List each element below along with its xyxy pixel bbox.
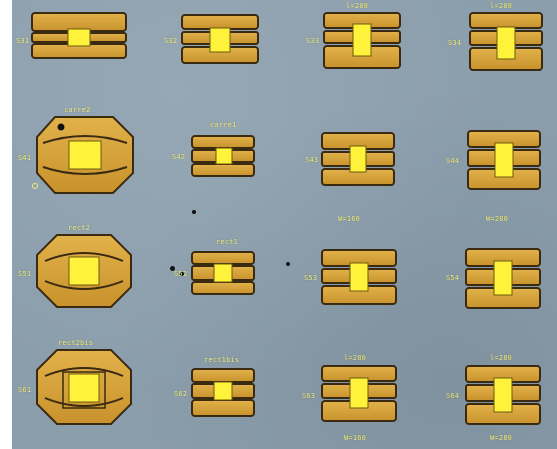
device-s53 bbox=[321, 249, 397, 305]
label-s63: S63 bbox=[302, 392, 316, 400]
dust-speck bbox=[180, 272, 184, 276]
label-s43: S43 bbox=[305, 156, 319, 164]
label-rect1bis: rect1bis bbox=[204, 356, 240, 364]
device-s62 bbox=[191, 368, 255, 417]
device-s33 bbox=[323, 12, 401, 69]
label-s33: S33 bbox=[306, 37, 320, 45]
label-rect2: rect2 bbox=[68, 224, 91, 232]
label-carre1: carre1 bbox=[210, 121, 237, 129]
device-s42 bbox=[191, 135, 255, 177]
device-s51 bbox=[36, 234, 132, 308]
wafer-surface: S31 S32 S33 S34 l=280 l=280 carre2 carre… bbox=[12, 0, 557, 449]
label-s53: S53 bbox=[304, 274, 318, 282]
label-s64-length: l=280 bbox=[490, 354, 513, 362]
device-s52 bbox=[191, 251, 255, 295]
label-s44-width: W=280 bbox=[486, 215, 509, 223]
label-s52: S52 bbox=[174, 270, 188, 278]
label-rect2bis: rect2bis bbox=[58, 339, 94, 347]
device-s43 bbox=[321, 132, 395, 186]
device-s61 bbox=[36, 349, 132, 425]
label-s62: S62 bbox=[174, 390, 188, 398]
device-s54 bbox=[465, 248, 541, 309]
label-s43-width: W=160 bbox=[338, 215, 361, 223]
label-s32: S32 bbox=[164, 37, 178, 45]
dust-speck bbox=[286, 262, 290, 266]
device-s34 bbox=[469, 12, 543, 71]
label-s33-length: l=280 bbox=[346, 2, 369, 10]
label-s64-width: W=280 bbox=[490, 434, 513, 442]
label-s31: S31 bbox=[16, 37, 30, 45]
label-s63-length: l=280 bbox=[344, 354, 367, 362]
label-s34-length: l=280 bbox=[490, 2, 513, 10]
dust-speck bbox=[170, 266, 175, 271]
label-rect1: rect1 bbox=[216, 238, 239, 246]
dust-speck bbox=[192, 210, 196, 214]
label-s42: S42 bbox=[172, 153, 186, 161]
label-s64: S64 bbox=[446, 392, 460, 400]
device-array bbox=[31, 12, 543, 425]
label-s44: S44 bbox=[446, 157, 460, 165]
device-s44 bbox=[467, 130, 541, 190]
label-s51: S51 bbox=[18, 270, 32, 278]
device-s41 bbox=[32, 116, 134, 194]
device-s31 bbox=[31, 12, 127, 59]
device-s32 bbox=[181, 14, 259, 64]
label-carre2: carre2 bbox=[64, 106, 91, 114]
label-s54: S54 bbox=[446, 274, 460, 282]
label-s41: S41 bbox=[18, 154, 32, 162]
device-s63 bbox=[321, 365, 397, 422]
label-s61: S61 bbox=[18, 386, 32, 394]
label-s63-width: W=160 bbox=[344, 434, 367, 442]
device-s64 bbox=[465, 365, 541, 425]
label-s34: S34 bbox=[448, 39, 462, 47]
